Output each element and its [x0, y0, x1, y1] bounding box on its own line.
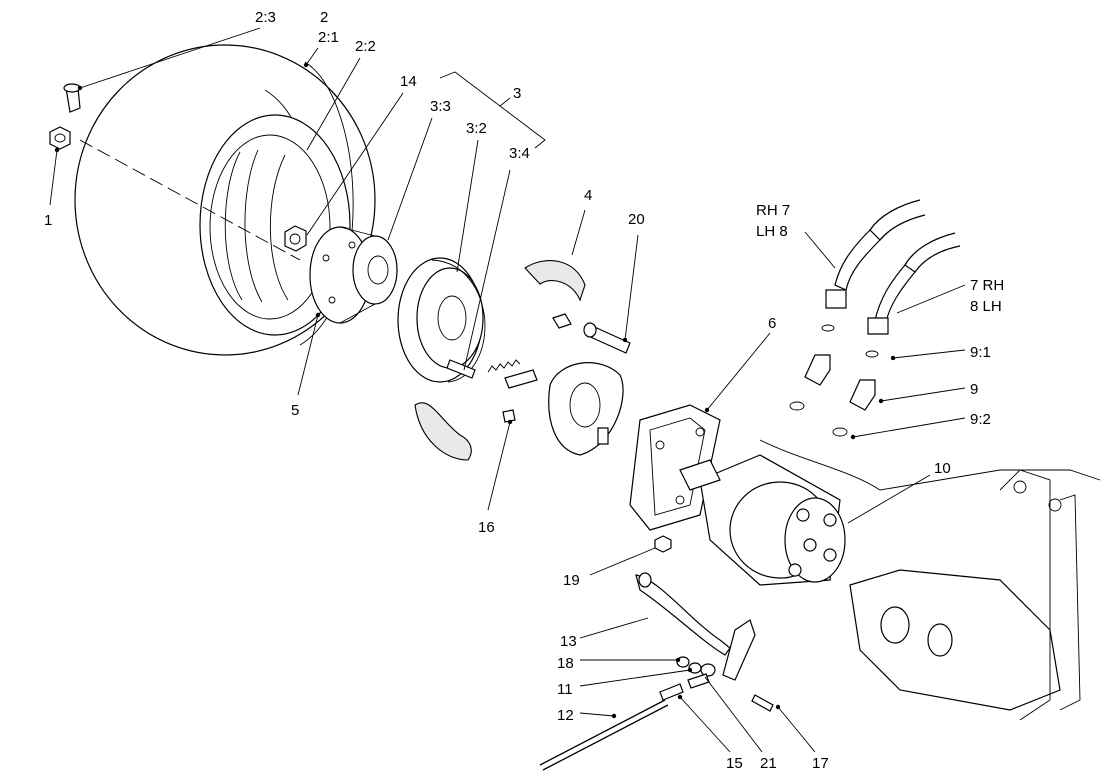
- callout-4: 4: [584, 187, 592, 204]
- brake-lever: [722, 619, 756, 681]
- hub-nut: [284, 225, 307, 252]
- leader-dots: [54, 62, 896, 719]
- brake-drum: [397, 257, 486, 383]
- callout-3-2: 3:2: [466, 120, 487, 137]
- callout-rh7: RH 7: [756, 202, 790, 219]
- callout-21: 21: [760, 755, 777, 772]
- brake-shoe-lower: [414, 402, 472, 461]
- hose-rh7: [825, 199, 926, 309]
- callout-2-3: 2:3: [255, 9, 276, 26]
- callout-9-2: 9:2: [970, 411, 991, 428]
- callout-15: 15: [726, 755, 743, 772]
- callout-12: 12: [557, 707, 574, 724]
- callout-3: 3: [513, 85, 521, 102]
- callout-2-1: 2:1: [318, 29, 339, 46]
- frame: [759, 439, 1101, 721]
- callout-13: 13: [560, 633, 577, 650]
- callout-18: 18: [557, 655, 574, 672]
- callout-10: 10: [934, 460, 951, 477]
- callout-7-rh: 7 RH: [970, 277, 1004, 294]
- backing-plate: [502, 362, 624, 456]
- callout-5: 5: [291, 402, 299, 419]
- callout-1: 1: [44, 212, 52, 229]
- callout-3-3: 3:3: [430, 98, 451, 115]
- lug-nut: [49, 126, 71, 150]
- callout-16: 16: [478, 519, 495, 536]
- callout-19: 19: [563, 572, 580, 589]
- brake-rod-13: [635, 572, 731, 656]
- callout-labels: 2:3 2 2:1 2:2 14 3 3:3 3:2 3:4 1 5 4 20 …: [44, 9, 1004, 772]
- callout-6: 6: [768, 315, 776, 332]
- callout-14: 14: [400, 73, 417, 90]
- wheel-hub: [309, 226, 398, 324]
- callout-3-4: 3:4: [509, 145, 530, 162]
- callout-20: 20: [628, 211, 645, 228]
- brake-spring: [446, 359, 521, 379]
- brake-shoe-upper: [524, 260, 586, 329]
- callout-8-lh: 8 LH: [970, 298, 1002, 315]
- callout-2: 2: [320, 9, 328, 26]
- callout-9-1: 9:1: [970, 344, 991, 361]
- brake-cable-12: [539, 683, 684, 771]
- hose-lh8: [867, 232, 961, 335]
- wheel-stud: [63, 83, 81, 113]
- bolt-20: [583, 322, 631, 354]
- small-hardware: [654, 535, 774, 712]
- leader-lines: [49, 27, 966, 753]
- hydraulic-motor: [679, 454, 846, 586]
- motor-mount-bracket: [629, 404, 721, 531]
- callout-17: 17: [812, 755, 829, 772]
- callout-2-2: 2:2: [355, 38, 376, 55]
- elbow-fittings: [789, 324, 879, 437]
- callout-9: 9: [970, 381, 978, 398]
- callout-11: 11: [557, 681, 573, 698]
- callout-lh8: LH 8: [756, 223, 788, 240]
